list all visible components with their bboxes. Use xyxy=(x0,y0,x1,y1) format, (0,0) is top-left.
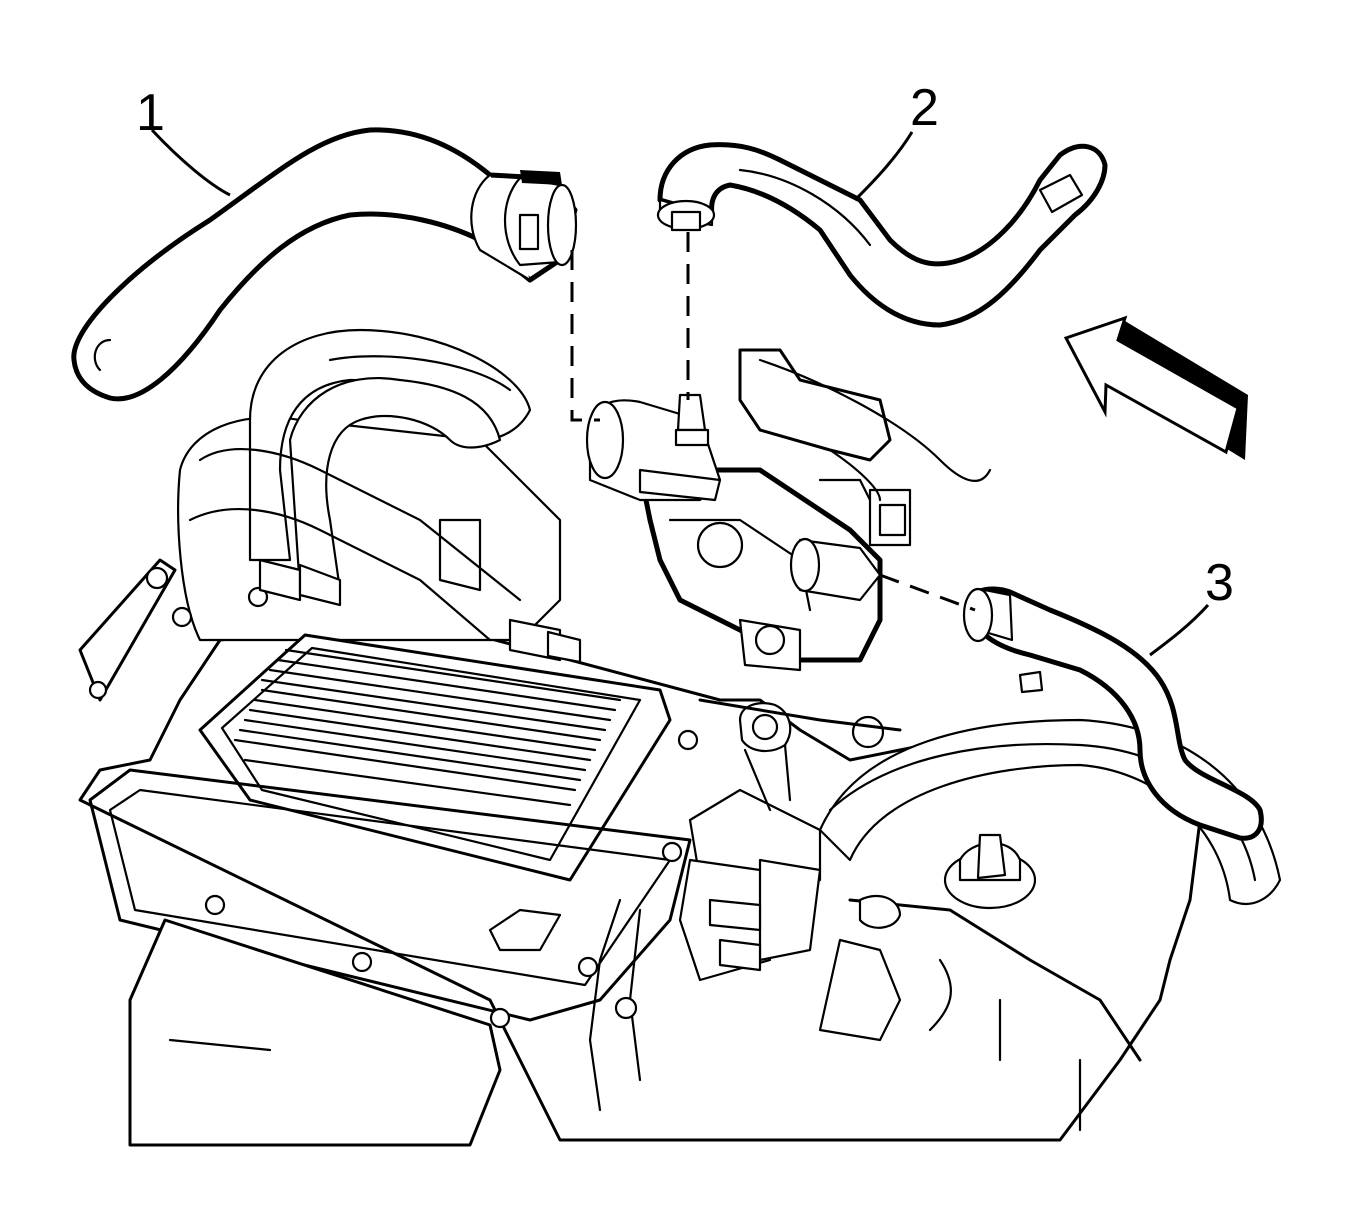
radiator-hose-1 xyxy=(71,127,578,402)
callout-leaders xyxy=(150,128,1210,657)
oil-filler-cap xyxy=(943,833,1037,910)
thermostat-housing xyxy=(585,393,912,672)
callout-2: 2 xyxy=(910,79,939,137)
heater-hose-3 xyxy=(962,586,1264,841)
wiring-connectors xyxy=(588,702,822,1112)
callout-1: 1 xyxy=(136,84,165,142)
assembly-guides xyxy=(570,232,976,612)
front-arrow-icon xyxy=(1063,315,1248,460)
engine-cover xyxy=(198,633,672,882)
heater-hose-2 xyxy=(656,142,1108,328)
callout-3: 3 xyxy=(1205,554,1234,612)
